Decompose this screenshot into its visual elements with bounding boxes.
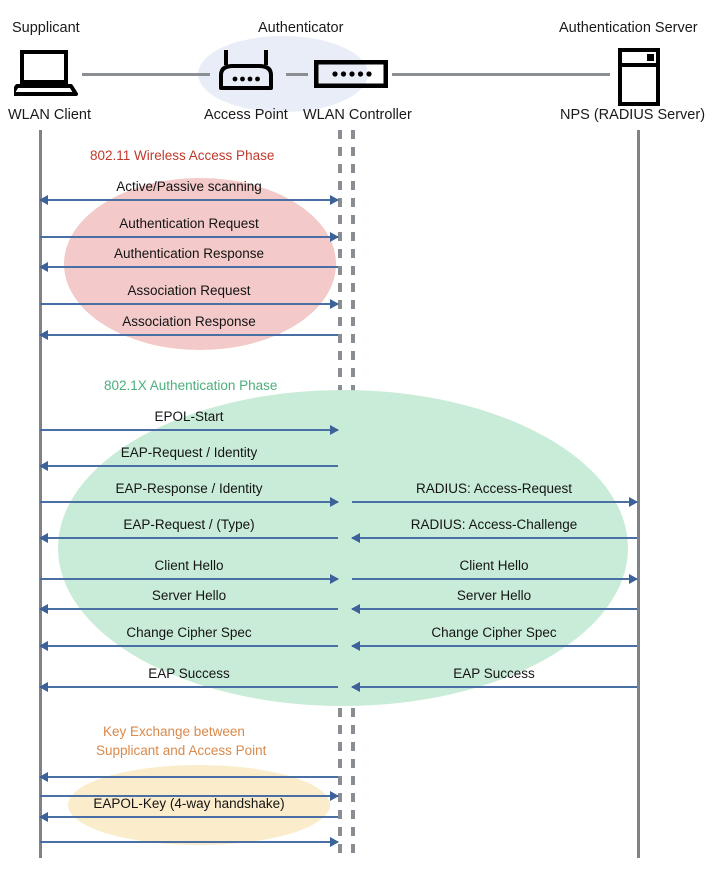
arrowhead-right [330, 232, 339, 242]
message-label: Authentication Response [113, 246, 265, 261]
arrowhead-right [330, 195, 339, 205]
message-line [352, 645, 637, 647]
message-label: EAP-Request / (Type) [123, 517, 255, 532]
message-label: Server Hello [151, 588, 227, 603]
wire-ap-to-controller [286, 73, 308, 76]
arrowhead-left [39, 533, 48, 543]
arrowhead-left [39, 330, 48, 340]
message-label: EAP Success [453, 666, 535, 681]
message-label: Client Hello [459, 558, 529, 573]
message-label: Server Hello [456, 588, 532, 603]
arrowhead-right [330, 574, 339, 584]
arrowhead-left [351, 682, 360, 692]
message-label: RADIUS: Access-Challenge [410, 517, 578, 532]
message-label-eapol-key: EAPOL-Key (4-way handshake) [93, 796, 285, 811]
message-line [40, 334, 338, 336]
authenticator-group-blob [198, 36, 368, 112]
message-line [40, 608, 338, 610]
phase-label-key-exchange-line1: Key Exchange between [103, 724, 245, 739]
arrowhead-left [39, 262, 48, 272]
arrowhead-right [629, 574, 638, 584]
message-line [352, 537, 637, 539]
actor-role-authenticator: Authenticator [258, 20, 344, 36]
message-line [40, 816, 338, 818]
actor-name-wlan-controller: WLAN Controller [303, 107, 412, 123]
message-label: Active/Passive scanning [116, 179, 262, 194]
arrowhead-left [39, 195, 48, 205]
wire-client-to-ap [82, 73, 210, 76]
phase-label-dot1x-authentication: 802.1X Authentication Phase [104, 378, 278, 393]
message-label: Change Cipher Spec [126, 625, 252, 640]
message-label: EAP-Response / Identity [115, 481, 263, 496]
message-line [40, 795, 338, 797]
message-line [40, 645, 338, 647]
message-label: Authentication Request [119, 216, 259, 231]
actor-name-nps-radius-server: NPS (RADIUS Server) [560, 107, 706, 123]
message-line [40, 841, 338, 843]
message-label: Association Response [122, 314, 256, 329]
lifeline-wlan-client [39, 130, 42, 858]
lifeline-nps-server [637, 130, 640, 858]
message-line [40, 199, 338, 201]
arrowhead-left [39, 641, 48, 651]
phase-label-wireless-access: 802.11 Wireless Access Phase [90, 148, 275, 163]
phase-label-key-exchange-line2: Supplicant and Access Point [96, 743, 267, 758]
wlan-controller-icon [313, 59, 389, 93]
laptop-icon [10, 50, 78, 101]
message-line [40, 465, 338, 467]
arrowhead-right [330, 791, 339, 801]
message-label: Association Request [127, 283, 251, 298]
actor-name-wlan-client: WLAN Client [8, 107, 91, 123]
message-line [40, 686, 338, 688]
arrowhead-right [629, 497, 638, 507]
message-line [40, 578, 338, 580]
message-label: Client Hello [154, 558, 224, 573]
actor-role-authentication-server: Authentication Server [559, 20, 698, 36]
arrowhead-left [39, 682, 48, 692]
arrowhead-right [330, 837, 339, 847]
message-line [40, 537, 338, 539]
message-label: EAP-Request / Identity [120, 445, 258, 460]
message-line [352, 501, 637, 503]
message-line [40, 776, 338, 778]
arrowhead-left [39, 604, 48, 614]
arrowhead-left [351, 604, 360, 614]
arrowhead-left [39, 812, 48, 822]
message-label: Change Cipher Spec [431, 625, 557, 640]
arrowhead-left [39, 461, 48, 471]
arrowhead-right [330, 425, 339, 435]
arrowhead-right [330, 299, 339, 309]
message-line [352, 578, 637, 580]
message-line [352, 608, 637, 610]
message-line [40, 236, 338, 238]
arrowhead-left [39, 772, 48, 782]
message-label: EPOL-Start [154, 409, 224, 424]
message-label: RADIUS: Access-Request [415, 481, 573, 496]
actor-role-supplicant: Supplicant [12, 20, 80, 36]
arrowhead-left [351, 641, 360, 651]
wireless-access-point-icon [213, 48, 279, 97]
message-label: EAP Success [148, 666, 230, 681]
phase-blob-wireless-access [64, 178, 336, 350]
phase-blob-key-exchange [68, 765, 330, 845]
wire-controller-to-nps [392, 73, 610, 76]
server-icon [617, 48, 661, 111]
message-line [40, 266, 338, 268]
message-line [40, 303, 338, 305]
actor-name-access-point: Access Point [204, 107, 288, 123]
message-line [40, 429, 338, 431]
arrowhead-right [330, 497, 339, 507]
message-line [352, 686, 637, 688]
phase-blob-dot1x-authentication [58, 390, 628, 706]
message-line [40, 501, 338, 503]
arrowhead-left [351, 533, 360, 543]
